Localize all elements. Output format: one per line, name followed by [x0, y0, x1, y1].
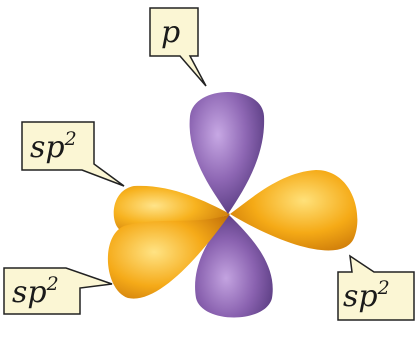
callout-sp2-lower-right: sp2: [337, 254, 415, 321]
callout-sp2-upper-left-box: [21, 121, 125, 187]
callout-p: p: [149, 7, 207, 87]
callout-sp2-lower-left-base: sp: [12, 275, 47, 310]
svg-text:sp2: sp2: [12, 273, 59, 310]
callout-sp2-lower-right-sup: 2: [377, 277, 390, 299]
callout-p-box: [149, 7, 207, 87]
callout-sp2-upper-left-base: sp: [30, 130, 65, 165]
svg-text:sp2: sp2: [343, 277, 390, 314]
callout-sp2-lower-right-box: [337, 254, 415, 321]
sp2-orbital-lower-left-lobe: [107, 214, 230, 299]
svg-text:sp2: sp2: [30, 128, 77, 165]
callout-sp2-lower-left: sp2: [3, 267, 113, 315]
p-orbital-lower-lobe: [195, 214, 273, 318]
callout-sp2-lower-left-box: [3, 267, 113, 315]
svg-text:p: p: [161, 15, 180, 50]
callout-sp2-upper-left-sup: 2: [64, 128, 77, 150]
sp2-orbital-right-lobe: [230, 170, 358, 251]
callout-sp2-upper-left: sp2: [21, 121, 125, 187]
p-orbital-upper-lobe: [189, 92, 265, 214]
callout-sp2-lower-right-base: sp: [343, 279, 378, 314]
callout-p-label: p: [161, 15, 180, 50]
callout-sp2-lower-left-sup: 2: [46, 273, 59, 295]
